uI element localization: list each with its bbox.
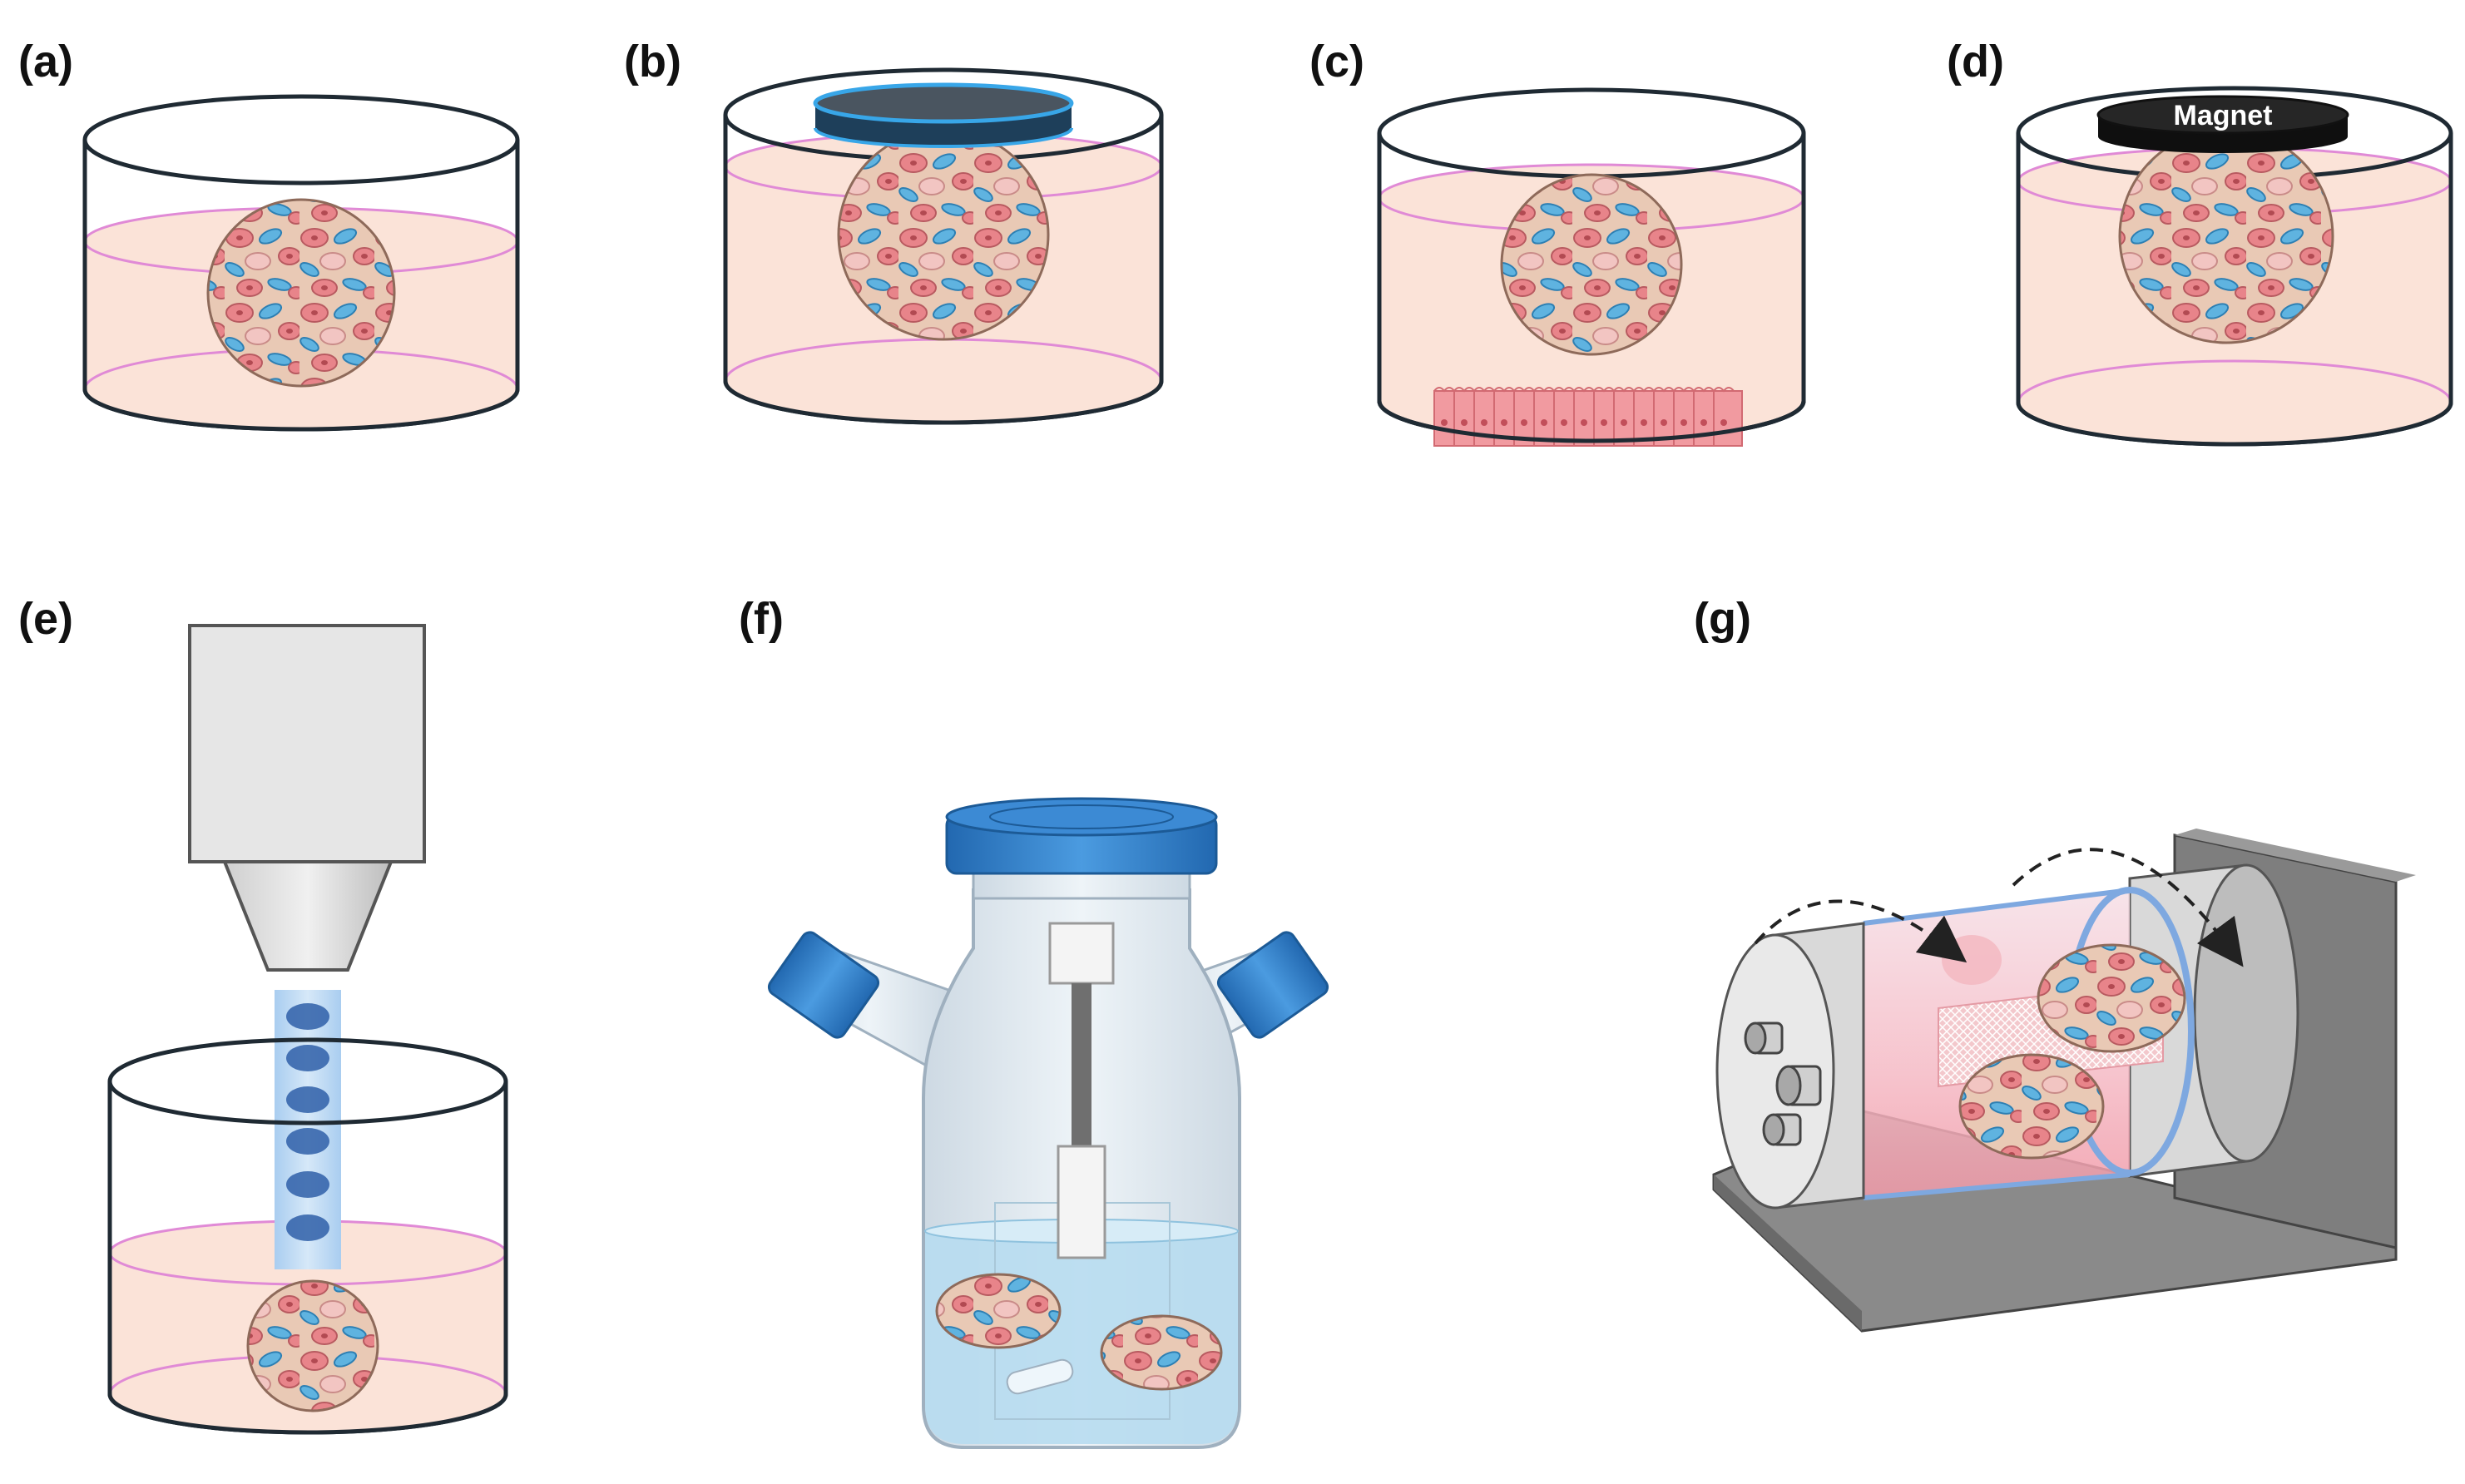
spheroid-f-right — [1100, 1314, 1223, 1391]
plate-b — [813, 82, 1074, 148]
panel-d: (d) Magnet — [1947, 37, 2453, 447]
bioink-stream — [275, 990, 341, 1269]
spheroid-c — [1500, 173, 1683, 356]
panel-e: (e) — [18, 594, 508, 1435]
spheroid-g-lower — [1958, 1053, 2105, 1160]
dish-e-rim — [107, 1037, 508, 1125]
spheroid-f-left — [935, 1273, 1062, 1349]
panel-f: (f) — [739, 594, 1329, 1449]
magnet-label: Magnet — [2174, 100, 2273, 131]
panel-d-label: (d) — [1947, 37, 2004, 87]
panel-g: (g) — [1694, 594, 2416, 1333]
rotation-arrows — [1754, 848, 2244, 967]
panel-b: (b) — [624, 37, 1164, 425]
panel-b-label: (b) — [624, 37, 681, 87]
panel-c: (c) — [1309, 37, 1806, 447]
rotating-bioreactor — [1712, 829, 2416, 1333]
spheroid-d — [2118, 128, 2334, 344]
spheroid-a — [206, 198, 396, 388]
spheroid-b — [837, 128, 1050, 341]
panel-a-label: (a) — [18, 37, 73, 87]
panel-e-label: (e) — [18, 594, 73, 644]
panel-c-label: (c) — [1309, 37, 1364, 87]
panel-f-label: (f) — [739, 594, 784, 644]
bioprinter-nozzle — [188, 624, 426, 972]
panel-g-label: (g) — [1694, 594, 1751, 644]
magnet-d: Magnet — [2096, 95, 2349, 153]
spheroid-g-upper — [2037, 943, 2186, 1053]
spinner-flask — [767, 797, 1329, 1449]
panel-a: (a) — [18, 37, 520, 432]
spheroid-e — [246, 1279, 379, 1412]
